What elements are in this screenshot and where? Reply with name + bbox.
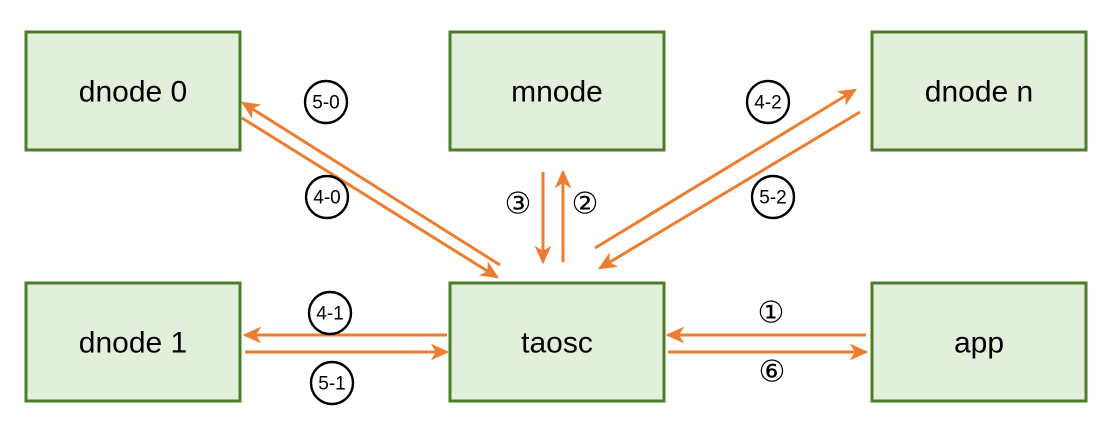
step-badge-4-1[interactable]: 4-1 xyxy=(307,290,353,336)
badge-label-6: ⑥ xyxy=(759,356,786,389)
badge-label-1: ① xyxy=(758,297,785,330)
node-label-dnode0: dnode 0 xyxy=(79,76,187,109)
node-label-mnode: mnode xyxy=(511,76,603,109)
arrow-taosc-to-dnode0 xyxy=(240,101,501,267)
badge-label-4-0: 4-0 xyxy=(313,188,340,209)
badge-label-4-2: 4-2 xyxy=(754,93,781,114)
arrow-dnode0-to-taosc xyxy=(241,116,500,279)
node-group-dnode1[interactable]: dnode 1 xyxy=(24,281,242,403)
badge-circle-4-0 xyxy=(304,174,350,220)
step-badge-5-0[interactable]: 5-0 xyxy=(303,79,349,125)
badge-label-4-1: 4-1 xyxy=(316,304,343,325)
step-badge-4-2[interactable]: 4-2 xyxy=(745,79,791,125)
node-label-dnoden: dnode n xyxy=(925,76,1033,109)
node-label-taosc: taosc xyxy=(521,327,593,360)
step-badge-3[interactable]: ③ xyxy=(505,188,532,221)
badge-circle-4-1 xyxy=(307,290,353,336)
node-box-taosc[interactable] xyxy=(448,281,666,403)
node-label-app: app xyxy=(954,327,1004,360)
badge-label-2: ② xyxy=(572,188,599,221)
step-badge-4-0[interactable]: 4-0 xyxy=(304,174,350,220)
step-badge-6[interactable]: ⑥ xyxy=(759,356,786,389)
badge-circle-5-1 xyxy=(309,360,355,406)
node-group-app[interactable]: app xyxy=(870,281,1088,403)
badge-circle-4-2 xyxy=(745,79,791,125)
node-group-taosc[interactable]: taosc xyxy=(448,281,666,403)
badge-label-5-0: 5-0 xyxy=(312,93,339,114)
badge-circle-5-2 xyxy=(750,174,796,220)
step-badge-5-2[interactable]: 5-2 xyxy=(750,174,796,220)
node-label-dnode1: dnode 1 xyxy=(79,327,187,360)
node-box-dnoden[interactable] xyxy=(870,30,1088,152)
step-badge-2[interactable]: ② xyxy=(572,188,599,221)
node-group-dnode0[interactable]: dnode 0 xyxy=(24,30,242,152)
arrow-taosc-to-dnoden xyxy=(594,88,858,250)
badge-label-5-1: 5-1 xyxy=(318,374,345,395)
node-group-dnoden[interactable]: dnode n xyxy=(870,30,1088,152)
badge-circle-5-0 xyxy=(303,79,349,125)
node-box-dnode1[interactable] xyxy=(24,281,242,403)
badge-label-3: ③ xyxy=(505,188,532,221)
step-badge-1[interactable]: ① xyxy=(758,297,785,330)
node-box-dnode0[interactable] xyxy=(24,30,242,152)
node-box-app[interactable] xyxy=(870,281,1088,403)
node-group-mnode[interactable]: mnode xyxy=(448,30,666,152)
step-badge-5-1[interactable]: 5-1 xyxy=(309,360,355,406)
node-box-mnode[interactable] xyxy=(448,30,666,152)
arrow-dnoden-to-taosc xyxy=(597,110,861,270)
badge-label-5-2: 5-2 xyxy=(759,188,786,209)
